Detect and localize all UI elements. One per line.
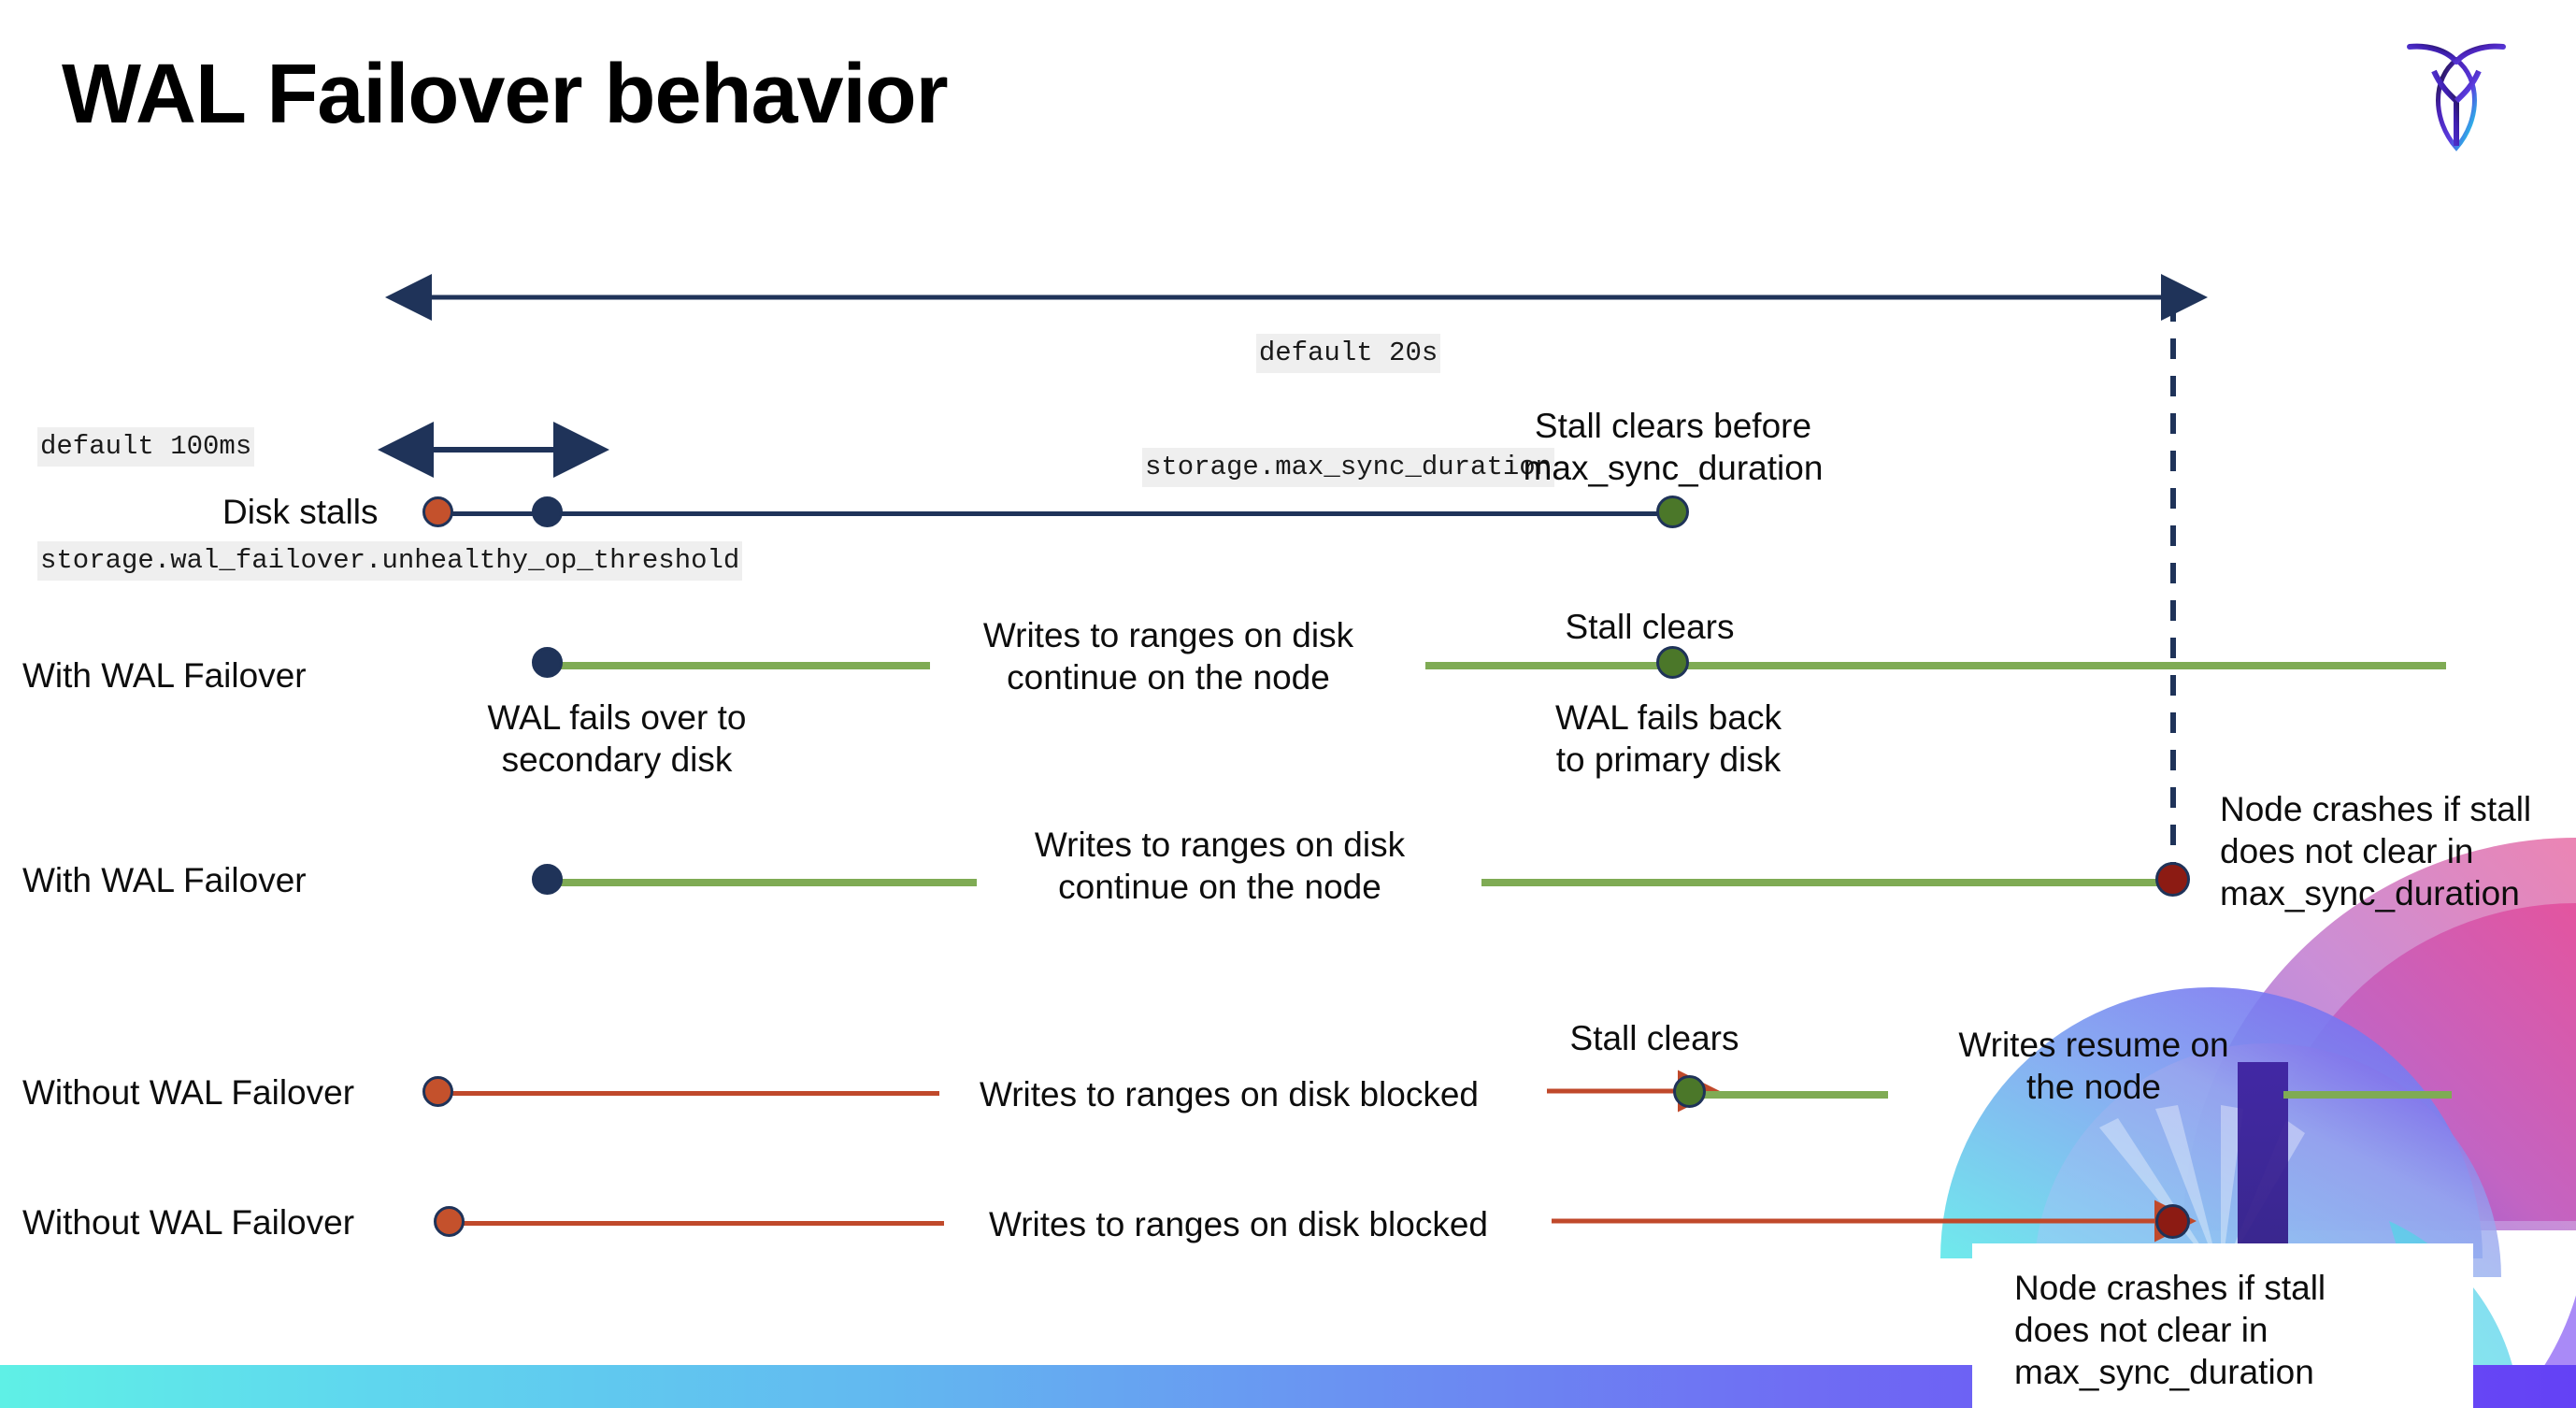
callout-writes-resume: Writes resume on the node — [1958, 1026, 2229, 1107]
row4-stall-start-marker[interactable] — [422, 1076, 453, 1107]
callout-node-crashes-bottom: Node crashes if stall does not clear in … — [2014, 1269, 2326, 1392]
row4-timeline-orange — [439, 1091, 939, 1096]
row4-timeline-green-right — [2283, 1091, 2452, 1099]
row-label-without-wal-failover-2: Without WAL Failover — [22, 1203, 355, 1242]
row2-timeline-left — [547, 662, 930, 669]
disk-stall-start-marker[interactable] — [422, 496, 453, 527]
callout-writes-continue-2: Writes to ranges on disk continue on the… — [1034, 826, 1406, 907]
callout-wal-fails-back: WAL fails back to primary disk — [1555, 698, 1782, 780]
callout-writes-blocked-2: Writes to ranges on disk blocked — [988, 1205, 1489, 1243]
max-sync-duration-default: default 20s — [1255, 334, 1441, 374]
callout-stall-clears-row2: Stall clears — [1565, 608, 1735, 646]
row-label-with-wal-failover-1: With WAL Failover — [22, 656, 307, 695]
row-label-without-wal-failover-1: Without WAL Failover — [22, 1073, 355, 1112]
page-title: WAL Failover behavior — [62, 48, 949, 141]
callout-writes-blocked-1: Writes to ranges on disk blocked — [979, 1075, 1480, 1113]
bottom-right-text-card — [1972, 1243, 2473, 1408]
unhealthy-op-threshold-default: default 100ms — [37, 427, 255, 467]
callout-node-crashes-right: Node crashes if stall does not clear in … — [2220, 790, 2532, 913]
row3-timeline-left — [547, 879, 977, 886]
row2-stall-clears-marker[interactable] — [1656, 646, 1689, 679]
unhealthy-op-threshold-annotation: default 100ms storage.wal_failover.unhea… — [37, 352, 743, 655]
row4-stall-clears-marker[interactable] — [1673, 1075, 1706, 1108]
row5-node-crash-marker[interactable] — [2155, 1204, 2190, 1239]
cockroachdb-logo-icon — [2400, 30, 2512, 161]
callout-stall-clears-before: Stall clears before max_sync_duration — [1523, 407, 1824, 488]
disk-stall-clear-marker[interactable] — [1656, 496, 1689, 528]
row2-timeline-right — [1425, 662, 2446, 669]
unhealthy-op-threshold-setting: storage.wal_failover.unhealthy_op_thresh… — [37, 541, 743, 582]
row4-timeline-green — [1701, 1091, 1888, 1099]
row3-timeline-right — [1481, 879, 2173, 886]
callout-writes-continue-1: Writes to ranges on disk continue on the… — [982, 616, 1354, 697]
row3-node-crash-marker[interactable] — [2155, 862, 2190, 897]
row2-failover-marker[interactable] — [532, 647, 563, 678]
row-label-with-wal-failover-2: With WAL Failover — [22, 861, 307, 899]
row5-stall-start-marker[interactable] — [434, 1206, 465, 1237]
row-label-disk-stalls: Disk stalls — [222, 493, 379, 531]
callout-wal-fails-over: WAL fails over to secondary disk — [487, 698, 747, 780]
row5-timeline-orange — [451, 1221, 944, 1226]
row3-failover-marker[interactable] — [532, 864, 563, 895]
callout-stall-clears-row4: Stall clears — [1569, 1019, 1739, 1057]
max-sync-duration-annotation: default 20s storage.max_sync_duration — [1142, 259, 1555, 562]
disk-stall-threshold-marker[interactable] — [532, 496, 563, 527]
disk-stalls-timeline — [437, 511, 1681, 516]
max-sync-duration-setting: storage.max_sync_duration — [1142, 448, 1555, 488]
